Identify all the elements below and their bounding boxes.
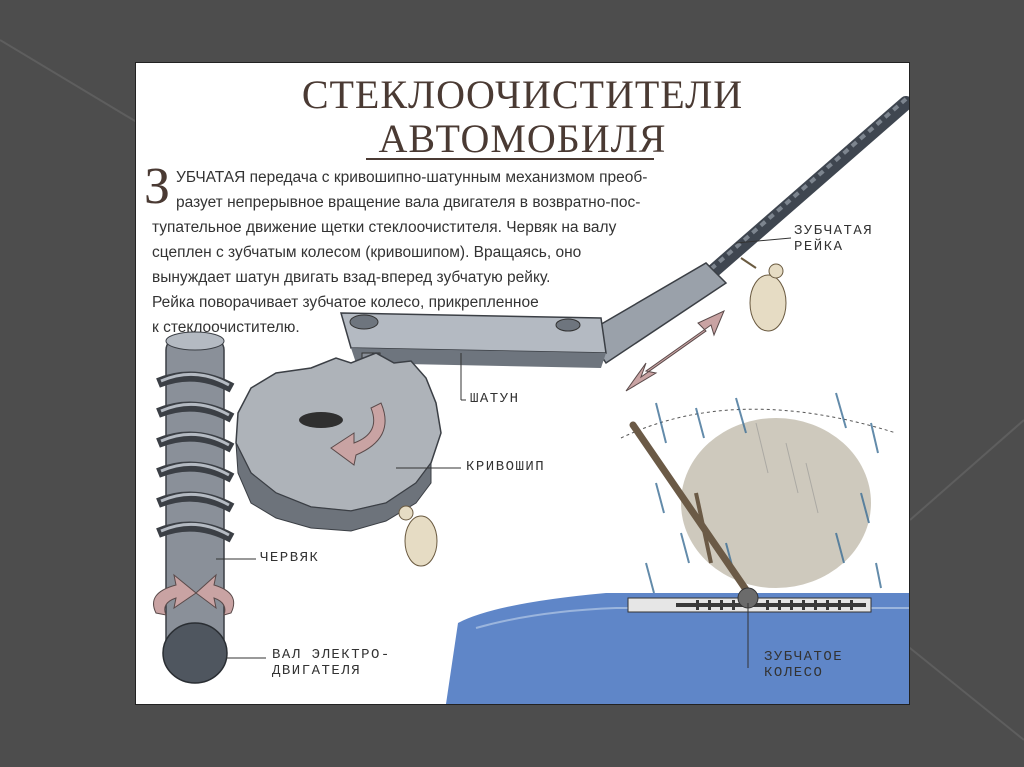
angel-figure-right	[740, 257, 787, 332]
crank-gear	[235, 352, 442, 532]
body-text-line: вынуждает шатун двигать взад-вперед зубч…	[152, 269, 551, 286]
worm-shaft	[153, 331, 235, 684]
back-and-forth-arrow	[625, 310, 725, 392]
wiper-mechanism-illustration	[153, 96, 909, 704]
body-text-line: к стеклоочистителю.	[152, 319, 300, 336]
body-text-line: тупательное движение щетки стеклоочистит…	[152, 219, 617, 236]
body-text-line: сцеплен с зубчатым колесом (кривошипом).…	[152, 244, 582, 261]
label-motor-shaft-line-1: ВАЛ ЭЛЕКТРО-	[272, 647, 391, 663]
windshield-rain-area	[620, 392, 897, 598]
label-gear-wheel-line-2: КОЛЕСО	[764, 665, 824, 681]
body-text-line: Рейка поворачивает зубчатое колесо, прик…	[152, 294, 539, 311]
wiper-blade	[629, 421, 753, 598]
car-body	[446, 593, 909, 704]
label-gear-wheel: ЗУБЧАТОЕ КОЛЕСО	[764, 649, 843, 681]
body-text-line: разует непрерывное вращение вала двигате…	[176, 194, 641, 211]
body-text-line: УБЧАТАЯ передача с кривошипно-шатунным м…	[176, 169, 648, 186]
angel-figure-left	[398, 505, 438, 567]
title-line-1: СТЕКЛООЧИСТИТЕЛИ	[301, 72, 744, 117]
label-rack-line-1: ЗУБЧАТАЯ	[794, 223, 874, 239]
diagram-slide: СТЕКЛООЧИСТИТЕЛИ АВТОМОБИЛЯ З УБЧАТАЯ пе…	[135, 62, 910, 705]
label-worm: ЧЕРВЯК	[260, 550, 320, 566]
rack-shaft	[704, 96, 909, 280]
leader-lines	[216, 237, 792, 668]
label-crank: КРИВОШИП	[466, 459, 546, 475]
label-gear-wheel-line-1: ЗУБЧАТОЕ	[764, 649, 844, 665]
label-rack-line-2: РЕЙКА	[794, 239, 844, 255]
label-connecting-rod: ШАТУН	[470, 391, 520, 407]
title-underline	[366, 158, 654, 160]
drop-cap: З	[144, 158, 171, 215]
connecting-rod-arm	[340, 262, 728, 394]
label-motor-shaft-line-2: ДВИГАТЕЛЯ	[272, 663, 362, 679]
title-line-2: АВТОМОБИЛЯ	[378, 116, 667, 161]
rack-and-gear-wheel	[627, 587, 872, 648]
label-motor-shaft: ВАЛ ЭЛЕКТРО- ДВИГАТЕЛЯ	[272, 647, 391, 679]
label-rack: ЗУБЧАТАЯ РЕЙКА	[794, 223, 873, 255]
